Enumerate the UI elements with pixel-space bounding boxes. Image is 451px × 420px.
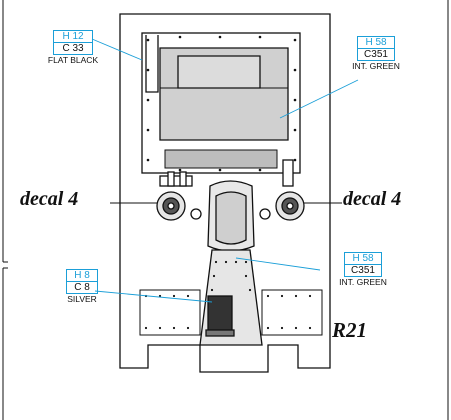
callout-flat-black: H 12 C 33 FLAT BLACK [48,30,98,65]
callout-int-green-mid: H 58 C351 INT. GREEN [339,252,387,287]
callout-ccode: C 8 [66,281,98,294]
callout-int-green-top: H 58 C351 INT. GREEN [352,36,400,71]
callout-name: INT. GREEN [352,61,400,71]
callout-name: FLAT BLACK [47,55,99,65]
decal-label-left: decal 4 [20,188,79,210]
decal-label-right: decal 4 [343,188,402,210]
chassis-part [119,13,331,373]
callout-ccode: C351 [344,264,382,277]
callout-silver: H 8 C 8 SILVER [66,269,98,304]
callout-hcode: H 8 [66,269,98,281]
callout-hcode: H 58 [357,36,395,48]
callout-name: SILVER [67,294,97,304]
callout-ccode: C351 [357,48,395,61]
callout-ccode: C 33 [53,42,93,55]
leader-lines [91,38,359,303]
callout-hcode: H 12 [53,30,93,42]
callout-name: INT. GREEN [339,277,387,287]
callout-hcode: H 58 [344,252,382,264]
rivet-rows [144,260,312,330]
part-reference: R21 [332,318,368,342]
